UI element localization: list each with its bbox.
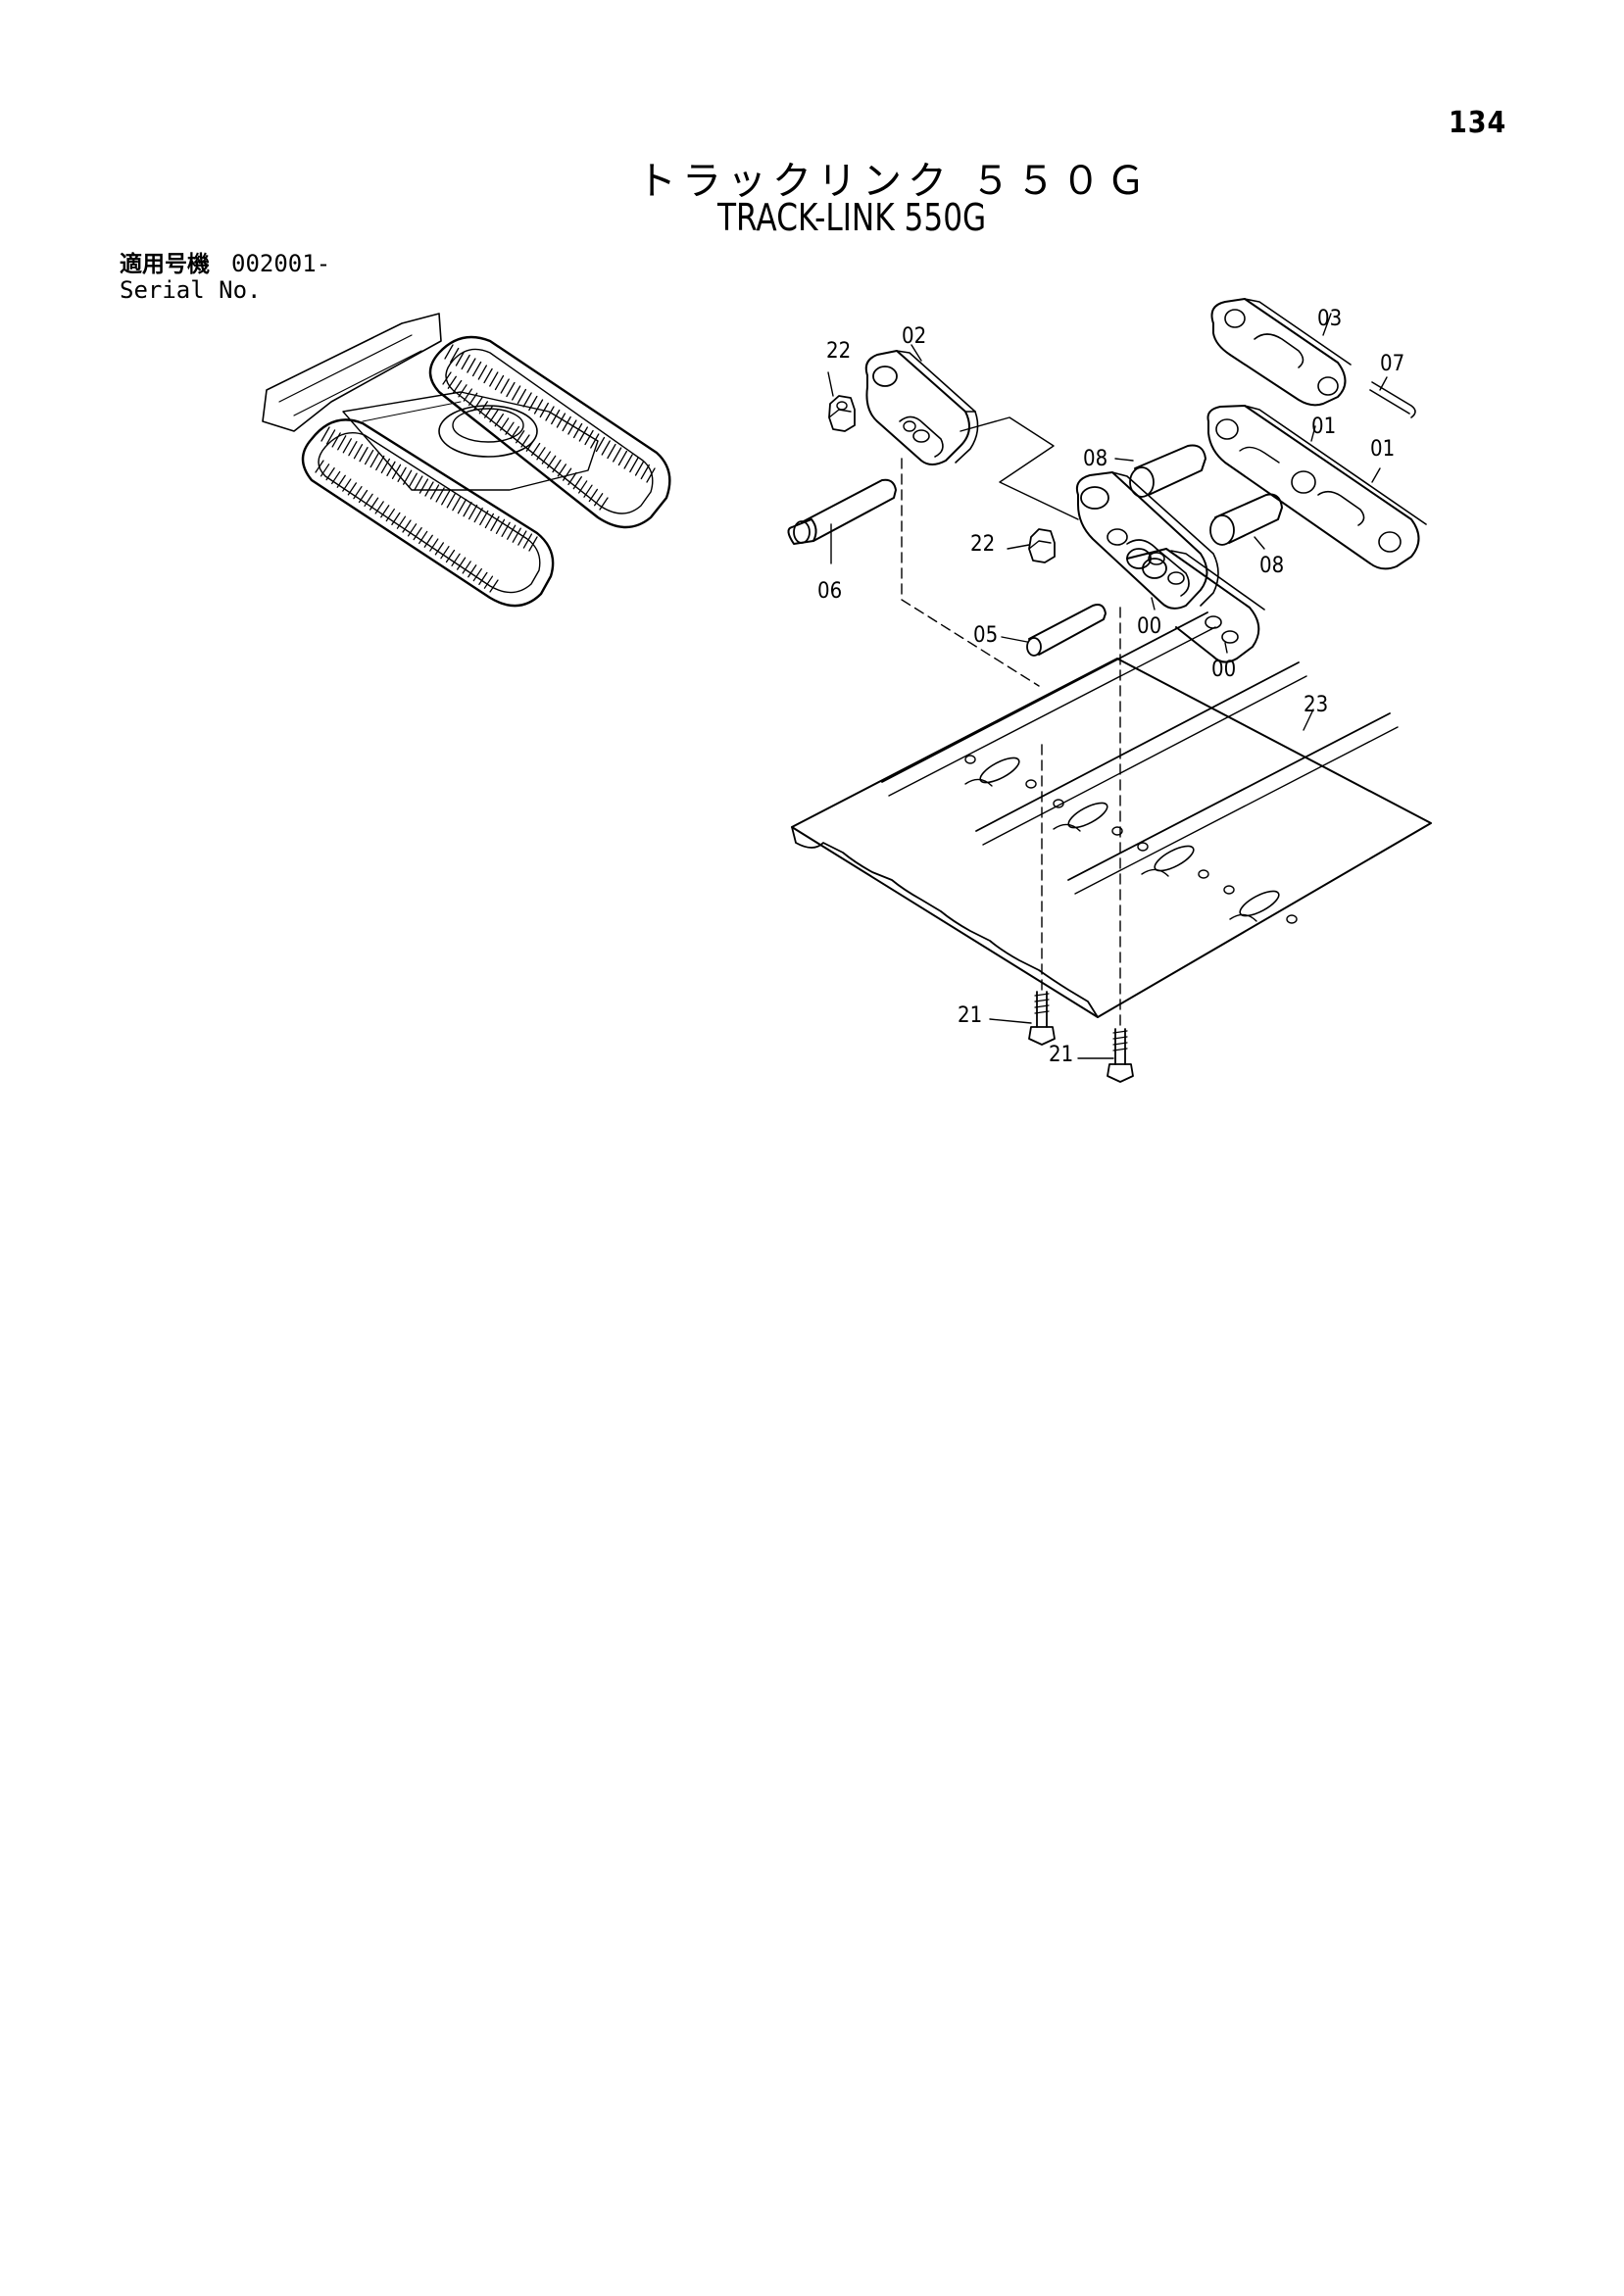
callout-08-lower: 08 bbox=[1259, 554, 1284, 578]
link-03 bbox=[1210, 298, 1352, 407]
callout-22-lower: 22 bbox=[970, 532, 995, 557]
callout-00-lower: 00 bbox=[1211, 658, 1236, 682]
callout-03: 03 bbox=[1317, 307, 1342, 331]
serial-row-jp: 適用号機 002001- bbox=[120, 251, 330, 277]
callout-21-right: 21 bbox=[1049, 1043, 1073, 1067]
spring-07 bbox=[1369, 381, 1416, 418]
nut-22-upper bbox=[828, 395, 856, 432]
track-hatching bbox=[315, 344, 656, 593]
page-number: 134 bbox=[1449, 106, 1507, 140]
callout-08-upper: 08 bbox=[1083, 447, 1107, 471]
callout-01-left: 01 bbox=[1311, 415, 1336, 439]
serial-value: 002001- bbox=[231, 250, 331, 277]
pin-06 bbox=[787, 478, 897, 545]
callout-22-upper: 22 bbox=[826, 339, 851, 364]
callout-23: 23 bbox=[1304, 693, 1328, 717]
nut-22-lower bbox=[1028, 528, 1056, 563]
callout-02: 02 bbox=[902, 324, 926, 349]
assembly-lines bbox=[827, 313, 1388, 1059]
title-english: TRACK-LINK 550G bbox=[717, 196, 987, 239]
callout-21-left: 21 bbox=[958, 1003, 982, 1028]
title-japanese: トラックリンク ５５０Ｇ bbox=[637, 159, 1152, 204]
bushing-08-upper bbox=[1129, 444, 1206, 498]
link-02 bbox=[864, 350, 979, 465]
callout-05: 05 bbox=[973, 623, 998, 648]
bushing-08-lower bbox=[1209, 493, 1283, 546]
excavator-thumbnail bbox=[262, 313, 671, 608]
serial-label-en: Serial No. bbox=[120, 276, 262, 304]
serial-block: 適用号機 002001- Serial No. bbox=[120, 251, 330, 303]
bolt-21-left bbox=[1028, 991, 1056, 1046]
track-shoe-23 bbox=[791, 611, 1432, 1018]
callout-00-upper: 00 bbox=[1137, 614, 1161, 639]
callout-01-right: 01 bbox=[1370, 437, 1395, 462]
bolt-21-right bbox=[1107, 1028, 1134, 1083]
link-01 bbox=[1206, 405, 1427, 570]
callout-labels: 22 02 03 07 08 01 01 22 08 06 05 00 00 2… bbox=[817, 307, 1404, 1067]
link-00 bbox=[1075, 471, 1265, 663]
callout-07: 07 bbox=[1380, 352, 1404, 376]
pin-05 bbox=[1026, 604, 1107, 657]
callout-06: 06 bbox=[817, 579, 842, 604]
serial-label-jp: 適用号機 bbox=[120, 252, 210, 277]
